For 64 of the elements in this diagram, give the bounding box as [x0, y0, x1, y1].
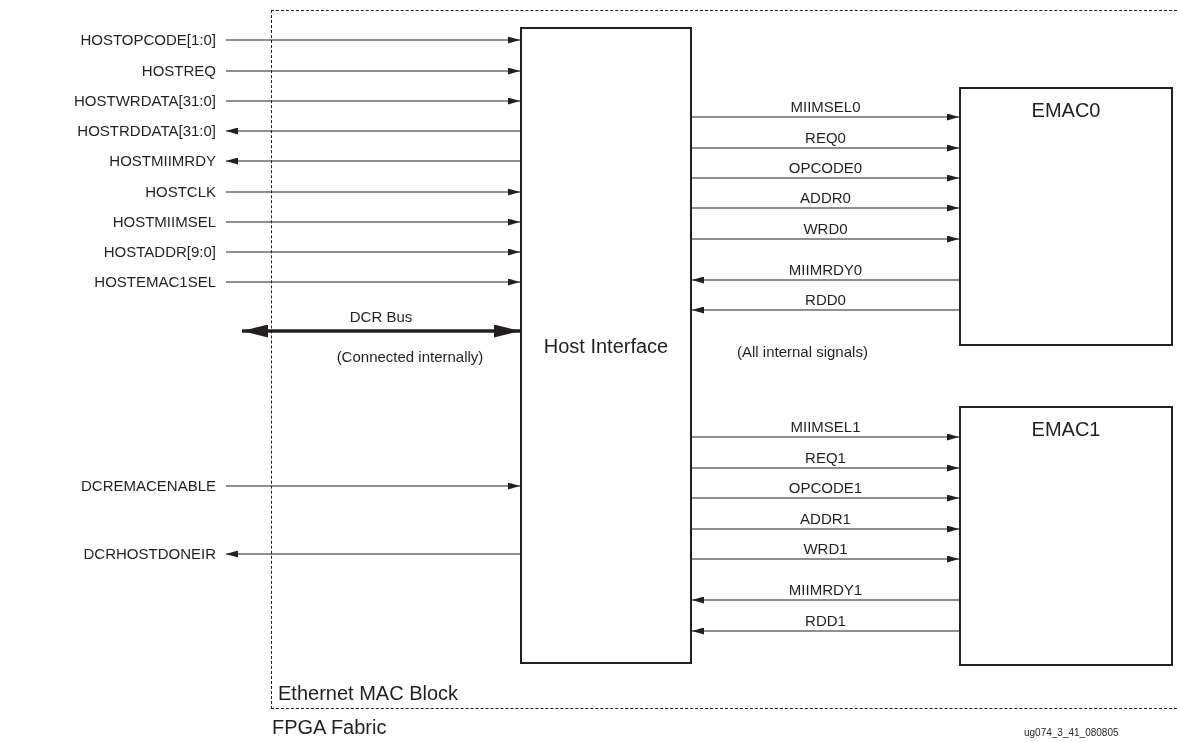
edge-label: MIIMSEL1 [790, 419, 861, 435]
block-label: EMAC0 [1030, 99, 1102, 122]
bus-arrow [242, 324, 520, 338]
edge-label: REQ1 [805, 450, 846, 466]
block-box [959, 87, 1173, 346]
edge-label: REQ0 [805, 130, 846, 146]
signal-arrow [225, 218, 521, 226]
signal-arrow [225, 278, 521, 286]
block-box [959, 406, 1173, 666]
signal-name: DCREMACENABLE [80, 476, 226, 496]
signal-arrow [225, 127, 521, 135]
block-label: Host Interface [542, 334, 670, 357]
edge-label: WRD1 [803, 541, 848, 557]
signal-name: HOSTEMAC1SEL [94, 272, 226, 292]
signal-arrow [225, 67, 521, 75]
signal-arrow [691, 113, 960, 121]
edge-label: RDD1 [805, 613, 846, 629]
signal-name: HOSTMIIMRDY [109, 151, 226, 171]
figure-id: ug074_3_41_080805 [1024, 727, 1119, 738]
signal-arrow [225, 97, 521, 105]
signal-arrow [691, 204, 960, 212]
signal-arrow [691, 306, 960, 314]
signal-name: DCRHOSTDONEIR [83, 544, 226, 564]
signal-arrow [225, 248, 521, 256]
signal-name: HOSTCLK [145, 182, 226, 202]
signal-name: HOSTMIIMSEL [112, 212, 226, 232]
signal-arrow [691, 144, 960, 152]
edge-label: MIIMRDY1 [788, 582, 863, 598]
block-box [520, 27, 692, 664]
signal-arrow [691, 525, 960, 533]
signal-name: HOSTOPCODE[1:0] [80, 30, 226, 50]
edge-label: OPCODE0 [788, 160, 863, 176]
note-text: (Connected internally) [336, 348, 484, 365]
note-text: (All internal signals) [737, 343, 868, 360]
edge-label: ADDR0 [800, 190, 851, 206]
signal-arrow [691, 433, 960, 441]
signal-name: HOSTREQ [141, 61, 226, 81]
edge-label: MIIMRDY0 [788, 262, 863, 278]
block-label: EMAC1 [1030, 418, 1102, 441]
edge-label: OPCODE1 [788, 480, 863, 496]
signal-arrow [691, 235, 960, 243]
signal-name: HOSTWRDATA[31:0] [74, 91, 226, 111]
signal-arrow [225, 157, 521, 165]
note-text: FPGA Fabric [272, 716, 387, 739]
signal-name: HOSTRDDATA[31:0] [77, 121, 226, 141]
signal-arrow [691, 276, 960, 284]
signal-arrow [691, 464, 960, 472]
signal-arrow [691, 494, 960, 502]
signal-arrow [225, 482, 521, 490]
dashed-block-boundary [271, 10, 1177, 709]
signal-name: HOSTADDR[9:0] [103, 242, 226, 262]
signal-arrow [691, 596, 960, 604]
signal-arrow [225, 188, 521, 196]
signal-arrow [691, 627, 960, 635]
signal-arrow [225, 36, 521, 44]
signal-arrow [691, 174, 960, 182]
block-title: Ethernet MAC Block [278, 682, 459, 705]
edge-label: RDD0 [805, 292, 846, 308]
edge-label: ADDR1 [800, 511, 851, 527]
edge-label: DCR Bus [349, 309, 413, 325]
signal-arrow [225, 550, 521, 558]
edge-label: MIIMSEL0 [790, 99, 861, 115]
edge-label: WRD0 [803, 221, 848, 237]
signal-arrow [691, 555, 960, 563]
